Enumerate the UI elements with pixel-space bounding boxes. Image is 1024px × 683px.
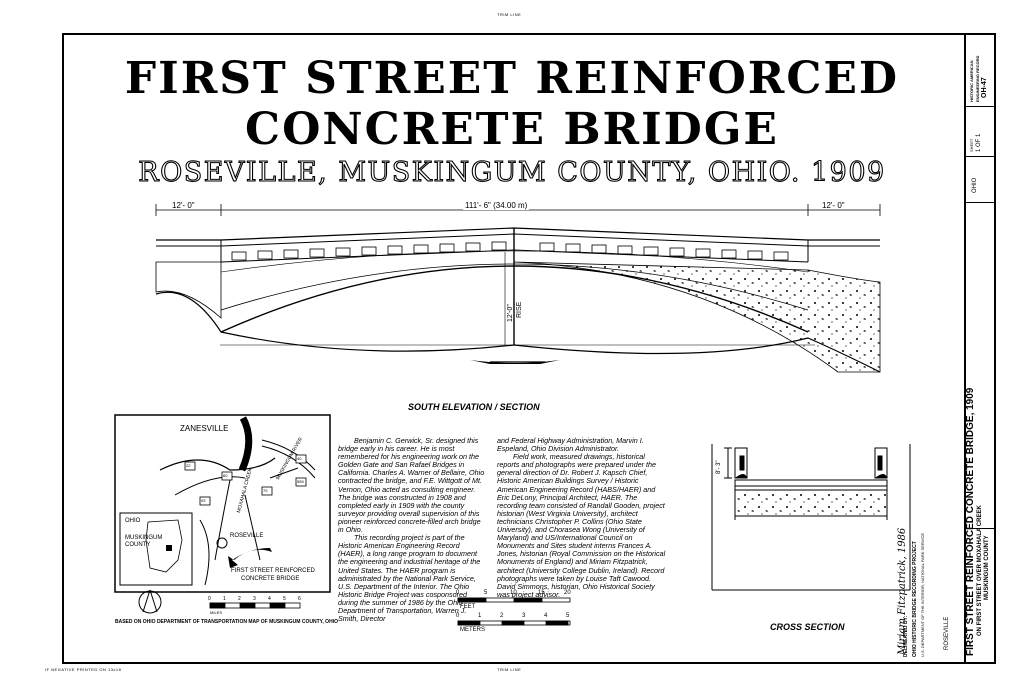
cross-section-dimension: 8'- 3"	[716, 460, 722, 474]
titleblock-divider	[964, 202, 994, 203]
map-county-label-1: MUSKINGUM	[125, 535, 163, 541]
dim-right-approach: 12'- 0"	[822, 201, 845, 210]
history-column-2: and Federal Highway Administration, Marv…	[497, 436, 669, 599]
drawing-title-line2: CONCRETE BRIDGE	[245, 104, 779, 155]
scale-tick: 6	[298, 596, 301, 602]
record-type-line2: ENGINEERING RECORD	[975, 55, 980, 102]
elevation-caption: SOUTH ELEVATION / SECTION	[408, 402, 540, 412]
scale-tick: 4	[268, 596, 271, 602]
scale-tick: 20	[564, 590, 571, 596]
drawing-frame	[62, 33, 966, 664]
feet-scale-label: FEET	[460, 604, 476, 610]
route-marker: 93	[201, 498, 206, 503]
titleblock-main-title: FIRST STREET REINFORCED CONCRETE BRIDGE,…	[965, 387, 976, 656]
meters-scale-label: METERS	[460, 627, 486, 633]
sheet-label: SHEET	[969, 138, 974, 152]
scale-tick: 3	[253, 596, 256, 602]
scale-tick: 0	[456, 590, 460, 596]
scale-tick: 4	[544, 613, 548, 619]
title-block	[964, 33, 996, 664]
dim-arch-span: 111'- 6" (34.00 m)	[463, 201, 530, 210]
map-town-label: ROSEVILLE	[230, 533, 264, 539]
scale-tick: 2	[500, 613, 504, 619]
dim-left-approach: 12'- 0"	[172, 201, 195, 210]
titleblock-location: ON FIRST STREET OVER MOXAHALA CREEK	[977, 505, 983, 636]
trim-label-top: TRIM LINE	[497, 12, 522, 17]
record-type-line1: HISTORIC AMERICAN	[969, 60, 974, 102]
route-marker: 40	[297, 456, 302, 461]
titleblock-state: OHIO	[972, 177, 978, 193]
titleblock-county: MUSKINGUM COUNTY	[984, 535, 990, 600]
history-column-1: Benjamin C. Gerwick, Sr. designed this b…	[338, 436, 488, 624]
map-state-label: OHIO	[125, 518, 141, 524]
history-paragraph: This recording project is part of the Hi…	[338, 533, 481, 624]
scale-tick: 3	[522, 613, 526, 619]
scale-tick: 2	[238, 596, 241, 602]
map-city-label: ZANESVILLE	[180, 424, 229, 433]
scale-tick: 1	[478, 613, 482, 619]
project-agency: U.S. DEPARTMENT OF THE INTERIOR, NATIONA…	[920, 532, 925, 657]
route-marker: 70	[263, 488, 268, 493]
delineated-by-label: DELINEATED BY:	[903, 615, 909, 657]
route-marker: 60	[223, 473, 228, 478]
map-source-note: BASED ON OHIO DEPARTMENT OF TRANSPORTATI…	[115, 619, 338, 625]
titleblock-town: ROSEVILLE	[944, 616, 950, 650]
trim-label-bottom: TRIM LINE	[497, 667, 522, 672]
scale-tick: 5	[566, 613, 570, 619]
miles-scale-unit: MILES	[210, 610, 223, 615]
map-bridge-label-1: FIRST STREET REINFORCED	[231, 568, 315, 574]
drawing-subtitle: ROSEVILLE, MUSKINGUM COUNTY, OHIO. 1909	[138, 157, 886, 188]
scale-tick: 5	[283, 596, 286, 602]
map-county-label-2: COUNTY	[125, 542, 151, 548]
scale-tick: 0	[456, 613, 460, 619]
titleblock-divider	[964, 106, 994, 107]
route-marker: 22	[186, 463, 191, 468]
history-paragraph: Benjamin C. Gerwick, Sr. designed this b…	[338, 436, 485, 535]
trim-note: IF NEGATIVE PRINTED ON 13x18	[45, 667, 122, 672]
scale-tick: 15	[538, 590, 545, 596]
sheet-number: 1 OF 1	[976, 133, 982, 152]
titleblock-divider	[964, 528, 994, 529]
scale-tick: 0	[208, 596, 211, 602]
credits-paragraph: and Federal Highway Administration, Marv…	[497, 436, 644, 454]
route-marker: 555	[297, 479, 304, 484]
scale-tick: 1	[223, 596, 226, 602]
project-name: OHIO HISTORIC BRIDGE RECORDING PROJECT	[912, 541, 918, 657]
titleblock-divider	[964, 156, 994, 157]
scale-tick: 5	[484, 590, 488, 596]
credits-paragraph: Field work, measured drawings, historica…	[497, 452, 666, 599]
drawing-title-line1: FIRST STREET REINFORCED	[124, 53, 900, 104]
record-number: OH-47	[981, 77, 988, 98]
map-bridge-label-2: CONCRETE BRIDGE	[241, 576, 300, 582]
cross-section-caption: CROSS SECTION	[770, 622, 845, 632]
scale-tick: 10	[510, 590, 517, 596]
